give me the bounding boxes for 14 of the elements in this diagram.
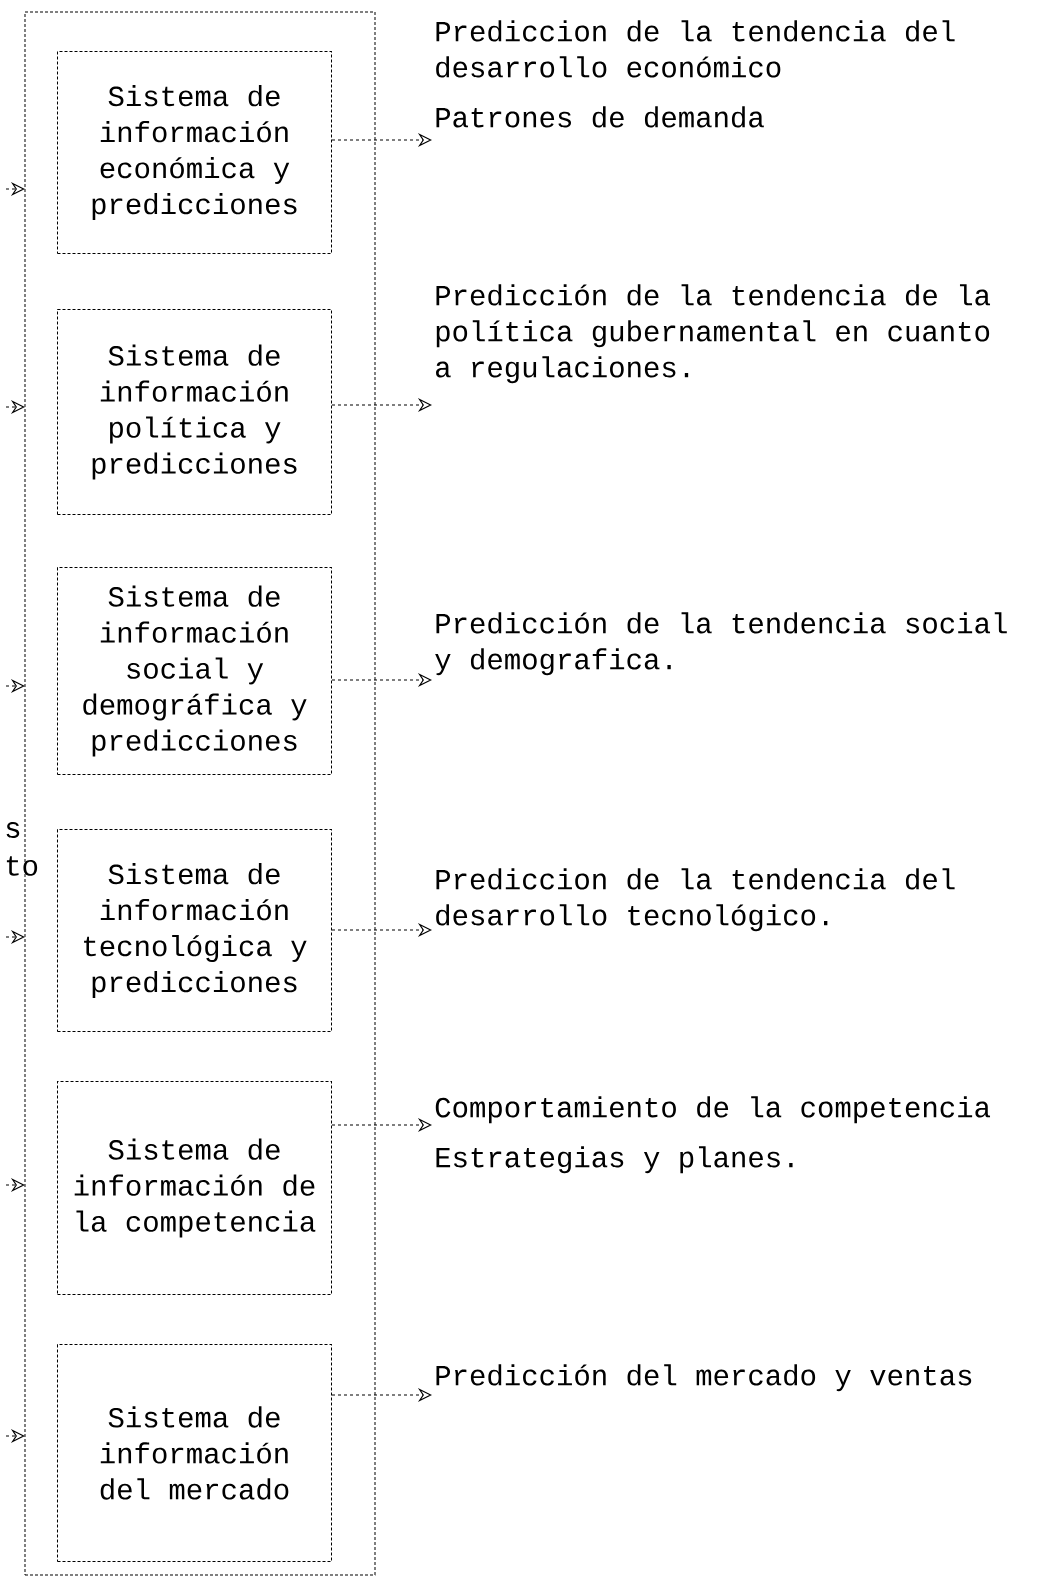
prediction-text: Predicción de la tendencia de la política gubernamental en cuanto a regulaciones.	[436, 284, 990, 384]
prediction-text: Predicción de la tendencia social y demografica.	[435, 612, 1007, 676]
system-box: Sistema de información de la competencia	[57, 1081, 332, 1295]
system-box: Sistema de información del mercado	[57, 1344, 332, 1562]
system-box: Sistema de información política y predicciones	[57, 309, 332, 515]
system-box: Sistema de información tecnológica y predicciones	[57, 829, 332, 1032]
prediction-text: Prediccion de la tendencia del desarrollo tecnológico.	[436, 868, 955, 932]
prediction-text: Comportamiento de la competencia Estrategias y planes.	[435, 1096, 990, 1174]
edge-fragment-text: s	[6, 822, 20, 838]
system-box: Sistema de información económica y predicciones	[57, 51, 332, 254]
edge-fragment-text: to	[6, 856, 38, 876]
prediction-text: Prediccion de la tendencia del desarrollo económico Patrones de demanda	[436, 20, 955, 128]
system-box: Sistema de información social y demográfica y predicciones	[57, 567, 332, 775]
prediction-text: Predicción del mercado y ventas	[436, 1364, 972, 1392]
